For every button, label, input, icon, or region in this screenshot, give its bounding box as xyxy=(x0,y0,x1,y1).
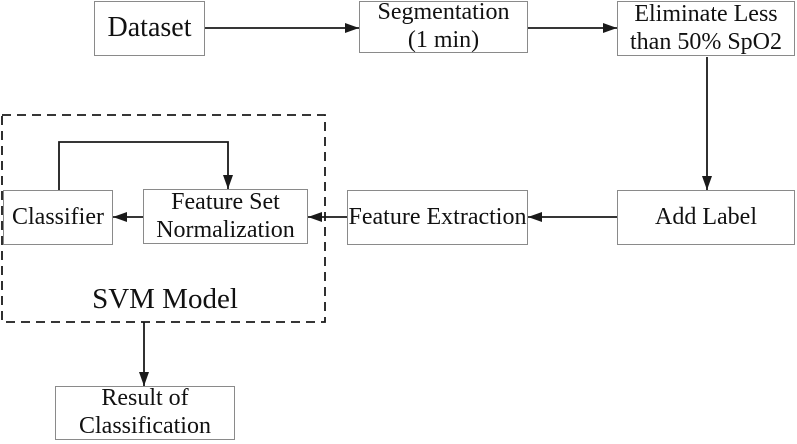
node-result: Result of Classification xyxy=(55,385,235,440)
svm-model-group-outline xyxy=(1,114,326,323)
node-feature-set-normalization: Feature Set Normalization xyxy=(143,189,308,244)
node-segmentation: Segmentation (1 min) xyxy=(359,0,528,53)
node-add-label: Add Label xyxy=(617,190,795,245)
node-classifier: Classifier xyxy=(3,190,113,245)
svm-model-label: SVM Model xyxy=(92,283,238,315)
node-feature-extraction: Feature Extraction xyxy=(347,190,528,245)
node-dataset: Dataset xyxy=(94,1,205,56)
arrow-classifier-feedback-to-normalization xyxy=(58,141,233,190)
node-eliminate: Eliminate Less than 50% SpO2 xyxy=(617,1,795,56)
